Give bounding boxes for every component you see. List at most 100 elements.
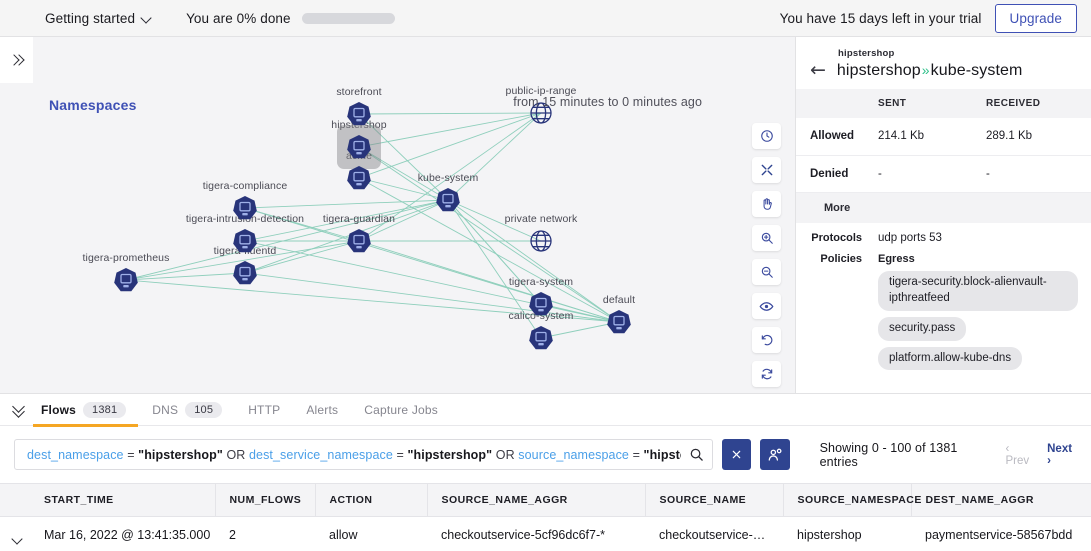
col-source_namespace[interactable]: SOURCE_NAMESPACE	[783, 484, 911, 517]
graph-node-label-default: default	[603, 294, 635, 306]
policy-chip-list: tigera-security.block-alienvault-ipthrea…	[878, 271, 1078, 376]
query-token: source_namespace	[518, 448, 629, 462]
prev-page-button[interactable]: ‹ Prev	[1005, 443, 1034, 467]
query-token: =	[633, 448, 640, 462]
getting-started-dropdown[interactable]: Getting started	[45, 11, 152, 26]
top-bar: Getting started You are 0% done You have…	[0, 0, 1091, 37]
graph-node-tigera-compliance[interactable]	[232, 195, 258, 221]
upgrade-button[interactable]: Upgrade	[995, 4, 1078, 33]
detail-header: hipstershop ← hipstershop»kube-system	[796, 37, 1091, 89]
graph-node-label-private-network: private network	[505, 213, 578, 225]
policy-chip[interactable]: tigera-security.block-alienvault-ipthrea…	[878, 271, 1078, 311]
graph-node-label-tigera-prometheus: tigera-prometheus	[83, 252, 170, 264]
cell-expand[interactable]	[0, 517, 30, 551]
saved-filters-button[interactable]	[760, 439, 789, 470]
cell-source-namespace: hipstershop	[783, 517, 911, 551]
graph-edge	[359, 147, 619, 322]
detail-title-source: hipstershop	[837, 62, 921, 79]
graph-node-storefront[interactable]	[346, 101, 372, 127]
query-token: OR	[226, 448, 245, 462]
expand-icon[interactable]	[752, 157, 781, 183]
protocols-value: udp ports 53	[878, 232, 942, 244]
col-start_time[interactable]: START_TIME	[30, 484, 215, 517]
graph-node-calico-system[interactable]	[528, 325, 554, 351]
graph-node-tigera-intrusion-detection[interactable]	[232, 228, 258, 254]
zoom-in-icon[interactable]	[752, 225, 781, 251]
tab-alerts[interactable]: Alerts	[306, 394, 338, 426]
zoom-out-icon[interactable]	[752, 259, 781, 285]
service-graph-panel: Namespaces from 15 minutes to 0 minutes …	[0, 37, 795, 393]
row-label-denied: Denied	[796, 155, 878, 192]
query-token: "hipstershop"	[138, 448, 223, 462]
sidebar-expand-button[interactable]	[0, 37, 33, 83]
tab-badge: 105	[185, 402, 222, 418]
policy-chip[interactable]: platform.allow-kube-dns	[878, 347, 1022, 371]
graph-edge	[245, 200, 448, 208]
col-source_name[interactable]: SOURCE_NAME	[645, 484, 783, 517]
graph-node-private-network[interactable]	[528, 228, 554, 254]
graph-edges-layer	[0, 37, 795, 393]
prev-label: Prev	[1005, 455, 1029, 467]
query-token: "hipstershop"	[407, 448, 492, 462]
graph-node-label-kube-system: kube-system	[418, 172, 479, 184]
flows-table: START_TIMENUM_FLOWSACTIONSOURCE_NAME_AGG…	[0, 483, 1091, 551]
pagination: ‹ Prev Next ›	[1005, 443, 1077, 467]
next-page-button[interactable]: Next ›	[1047, 443, 1077, 467]
graph-node-label-tigera-compliance: tigera-compliance	[203, 180, 288, 192]
graph-node-label-tigera-system: tigera-system	[509, 276, 573, 288]
flow-direction-icon: »	[921, 62, 931, 78]
col-empty	[796, 89, 878, 118]
clear-filter-button[interactable]	[722, 439, 751, 470]
graph-node-tigera-system[interactable]	[528, 291, 554, 317]
graph-edge	[126, 273, 245, 280]
graph-node-tigera-prometheus[interactable]	[113, 267, 139, 293]
graph-node-acme[interactable]	[346, 165, 372, 191]
cell-start-time: Mar 16, 2022 @ 13:41:35.000	[30, 517, 215, 551]
policies-direction: Egress	[878, 253, 1078, 265]
graph-time-range-label: from 15 minutes to 0 minutes ago	[513, 95, 702, 109]
col-action[interactable]: ACTION	[315, 484, 427, 517]
graph-node-kube-system[interactable]	[435, 187, 461, 213]
graph-node-tigera-guardian[interactable]	[346, 228, 372, 254]
detail-title-row: ← hipstershop»kube-system	[810, 61, 1091, 80]
col-dest_name_aggr[interactable]: DEST_NAME_AGGR	[911, 484, 1091, 517]
more-section-header[interactable]: More	[796, 192, 1091, 223]
chevron-down-icon	[142, 13, 152, 23]
graph-edge	[359, 241, 619, 322]
undo-icon[interactable]	[752, 327, 781, 353]
tab-bar: Flows1381 DNS105 HTTP Alerts Capture Jobs	[0, 394, 1091, 426]
search-input[interactable]: dest_namespace = "hipstershop" OR dest_s…	[14, 439, 713, 470]
protocols-label: Protocols	[796, 232, 878, 244]
bottom-panel: Flows1381 DNS105 HTTP Alerts Capture Jobs de…	[0, 393, 1091, 551]
tab-capture-jobs[interactable]: Capture Jobs	[364, 394, 438, 426]
query-token: "hipstershop"	[644, 448, 681, 462]
query-row: dest_namespace = "hipstershop" OR dest_s…	[0, 426, 1091, 483]
tab-dns[interactable]: DNS105	[152, 394, 222, 426]
search-icon[interactable]	[681, 447, 712, 462]
graph-node-hipstershop[interactable]	[346, 134, 372, 160]
hand-icon[interactable]	[752, 191, 781, 217]
clock-icon[interactable]	[752, 123, 781, 149]
chevron-double-down-icon[interactable]	[12, 403, 27, 416]
table-row: Allowed 214.1 Kb 289.1 Kb	[796, 118, 1091, 155]
col-num_flows[interactable]: NUM_FLOWS	[215, 484, 315, 517]
tab-http[interactable]: HTTP	[248, 394, 280, 426]
eye-icon[interactable]	[752, 293, 781, 319]
graph-node-tigera-fluentd[interactable]	[232, 260, 258, 286]
tab-label: Alerts	[306, 403, 338, 417]
query-text: dest_namespace = "hipstershop" OR dest_s…	[27, 448, 681, 462]
table-row[interactable]: Mar 16, 2022 @ 13:41:35.0002allowcheckou…	[0, 517, 1091, 551]
detail-breadcrumb: hipstershop	[838, 48, 1091, 59]
policy-chip[interactable]: security.pass	[878, 317, 966, 341]
graph-node-default[interactable]	[606, 309, 632, 335]
tab-flows[interactable]: Flows1381	[41, 394, 126, 426]
col-source_name_aggr[interactable]: SOURCE_NAME_AGGR	[427, 484, 645, 517]
tab-label: HTTP	[248, 403, 280, 417]
row-label-allowed: Allowed	[796, 118, 878, 155]
refresh-icon[interactable]	[752, 361, 781, 387]
col-received: RECEIVED	[986, 89, 1091, 118]
traffic-table-header: SENT RECEIVED	[796, 89, 1091, 118]
detail-title-dest: kube-system	[931, 62, 1023, 79]
back-arrow-icon[interactable]: ←	[810, 61, 826, 80]
